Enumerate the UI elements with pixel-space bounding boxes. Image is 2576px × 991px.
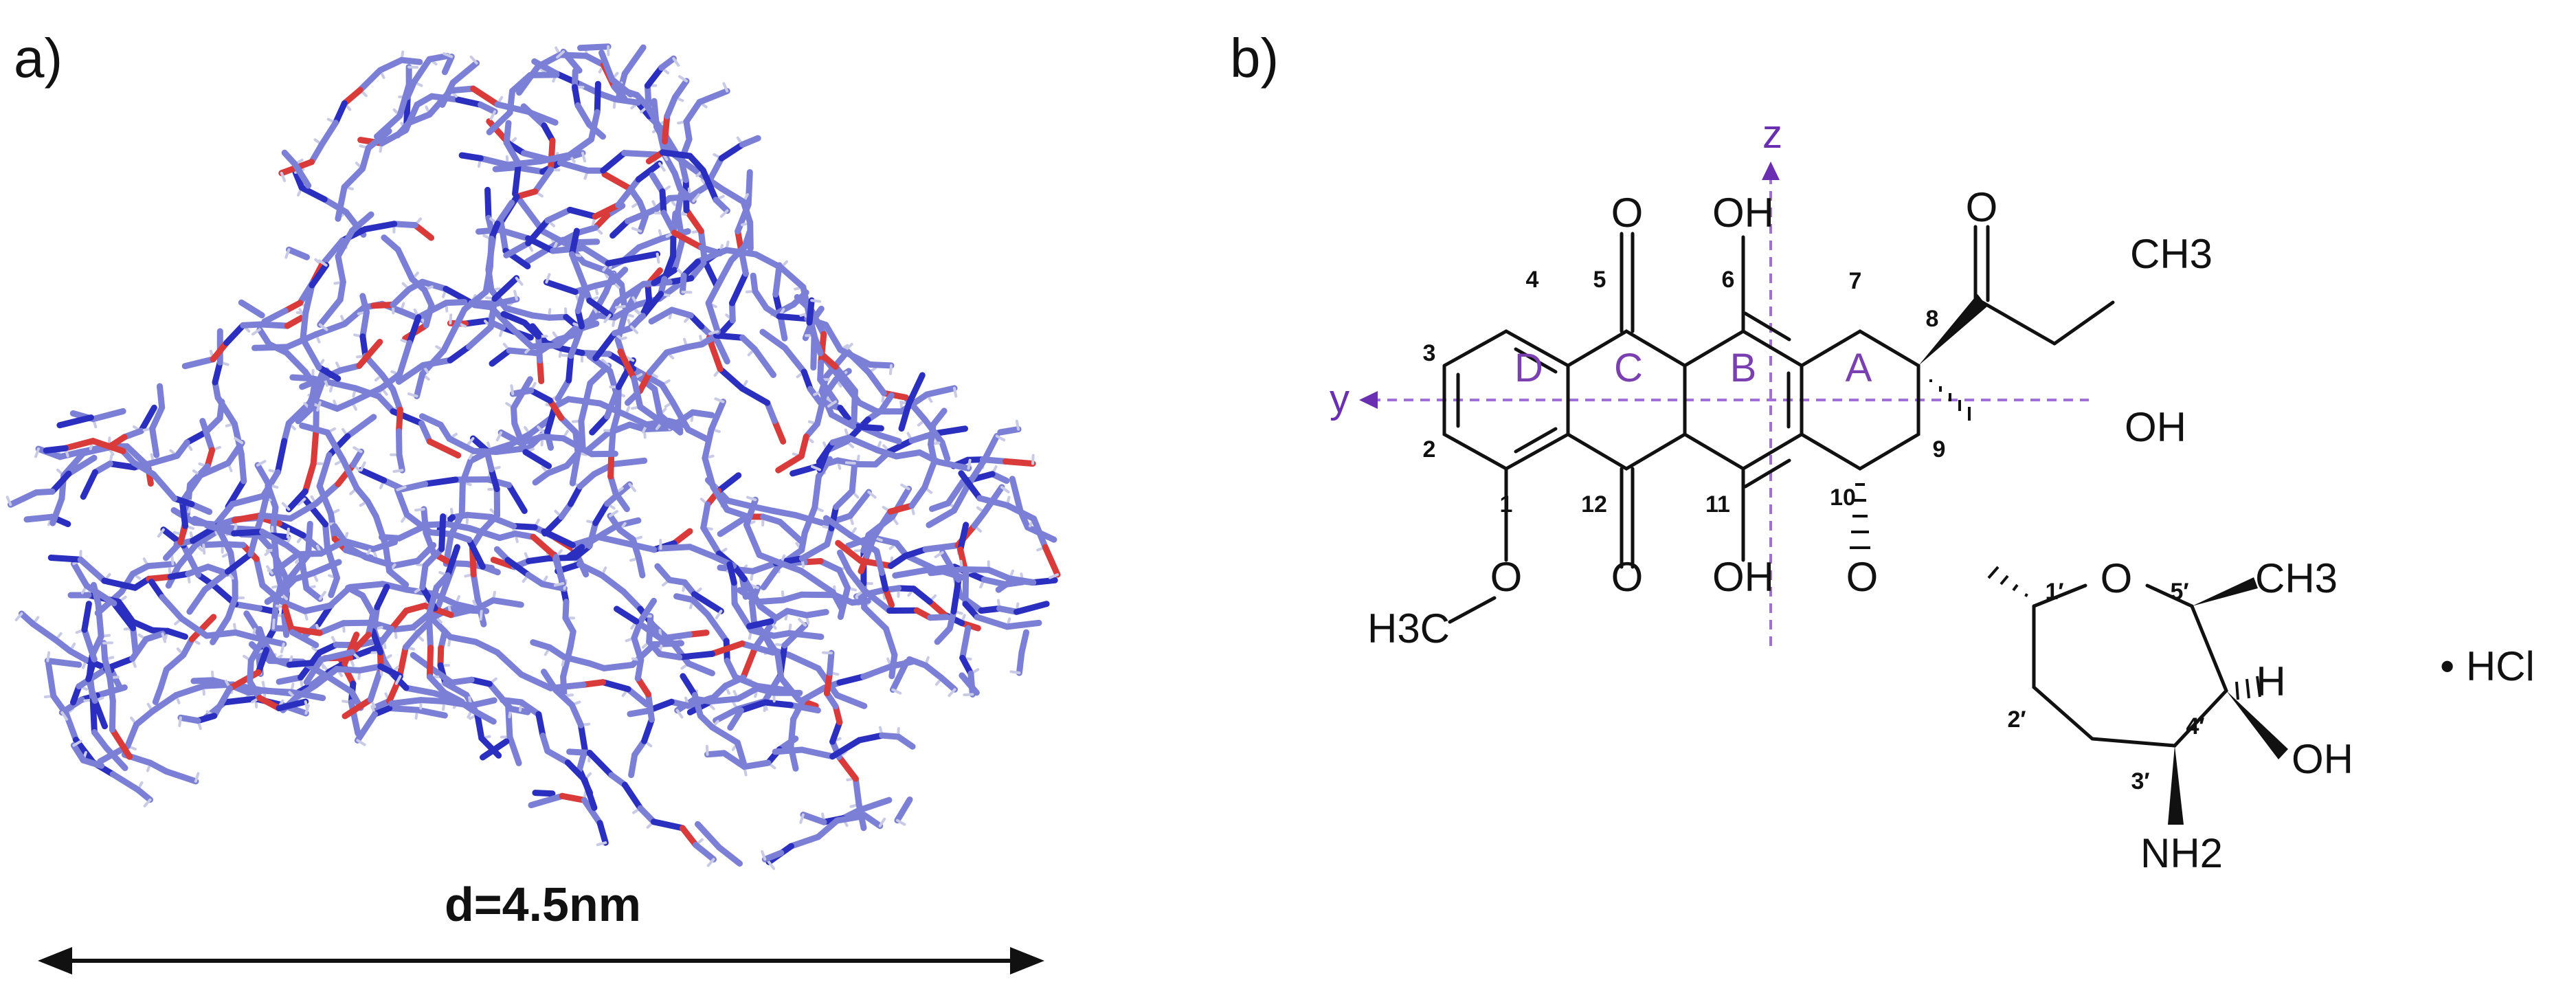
protein-structure	[5, 43, 1061, 870]
panel-a-label: a)	[14, 27, 63, 89]
atom-number-4p: 4′	[2186, 713, 2204, 739]
atom-number-5p: 5′	[2170, 579, 2188, 605]
label-oh-top: OH	[1712, 190, 1774, 236]
label-oh-c4p: OH	[2292, 736, 2353, 782]
atom-number-2p: 2′	[2007, 706, 2026, 733]
axis-z-label: z	[1762, 112, 1782, 157]
y-arrowhead	[1359, 391, 1378, 409]
ring-label-c: C	[1614, 346, 1643, 390]
label-h3c: H3C	[1367, 605, 1450, 652]
panel-b-label: b)	[1230, 27, 1279, 89]
atom-number-1: 1	[1500, 491, 1513, 517]
atom-number-7: 7	[1849, 268, 1862, 294]
scale-arrow	[38, 947, 1044, 975]
label-oh-bottom: OH	[1712, 554, 1774, 600]
atom-number-8: 8	[1926, 306, 1939, 332]
ring-label-a: A	[1846, 346, 1872, 390]
axis-y-label: y	[1330, 377, 1349, 421]
molecule-bonds	[1442, 225, 2288, 825]
atom-number-5: 5	[1593, 267, 1606, 293]
atom-number-2: 2	[1423, 436, 1436, 463]
atom-number-4: 4	[1526, 267, 1539, 293]
panel-a: a) d=4.5nm	[5, 27, 1061, 975]
ring-label-b: B	[1730, 346, 1757, 390]
label-o-methoxy: O	[1490, 554, 1523, 600]
panel-b: b) z y	[1230, 27, 2535, 876]
atom-number-9: 9	[1933, 436, 1946, 463]
ring-label-d: D	[1514, 346, 1543, 390]
scale-label: d=4.5nm	[445, 878, 641, 931]
label-o-bottom: O	[1611, 554, 1644, 600]
label-hcl-salt: • HCl	[2440, 643, 2535, 689]
atom-number-11: 11	[1705, 491, 1730, 517]
label-o-top: O	[1611, 190, 1644, 236]
atom-labels: O O OH OH O H3C O CH3 OH O O CH3 H OH NH…	[1367, 184, 2535, 876]
ring-labels: D C B A	[1514, 346, 1872, 390]
label-o-glyco: O	[1846, 554, 1879, 600]
atom-number-3p: 3′	[2131, 768, 2149, 794]
label-ch3-sugar: CH3	[2255, 555, 2338, 601]
label-o-ring: O	[2101, 555, 2133, 601]
atom-number-10: 10	[1830, 485, 1856, 511]
label-o-ketone: O	[1966, 184, 1998, 230]
atom-number-12: 12	[1581, 491, 1607, 517]
axis-guides	[1359, 162, 2089, 646]
atom-number-3: 3	[1423, 340, 1436, 366]
atom-number-6: 6	[1722, 267, 1735, 293]
atom-numbers: 1 2 3 4 5 6 7 8 9 10 11 12 1′ 2′ 3′ 4′ 5…	[1423, 267, 2205, 794]
label-nh2: NH2	[2140, 830, 2223, 876]
z-arrowhead	[1762, 162, 1780, 180]
atom-number-1p: 1′	[2045, 579, 2063, 605]
label-h-c4p: H	[2256, 658, 2285, 704]
label-oh-c8: OH	[2125, 404, 2186, 450]
label-ch3-ethyl: CH3	[2130, 231, 2213, 277]
